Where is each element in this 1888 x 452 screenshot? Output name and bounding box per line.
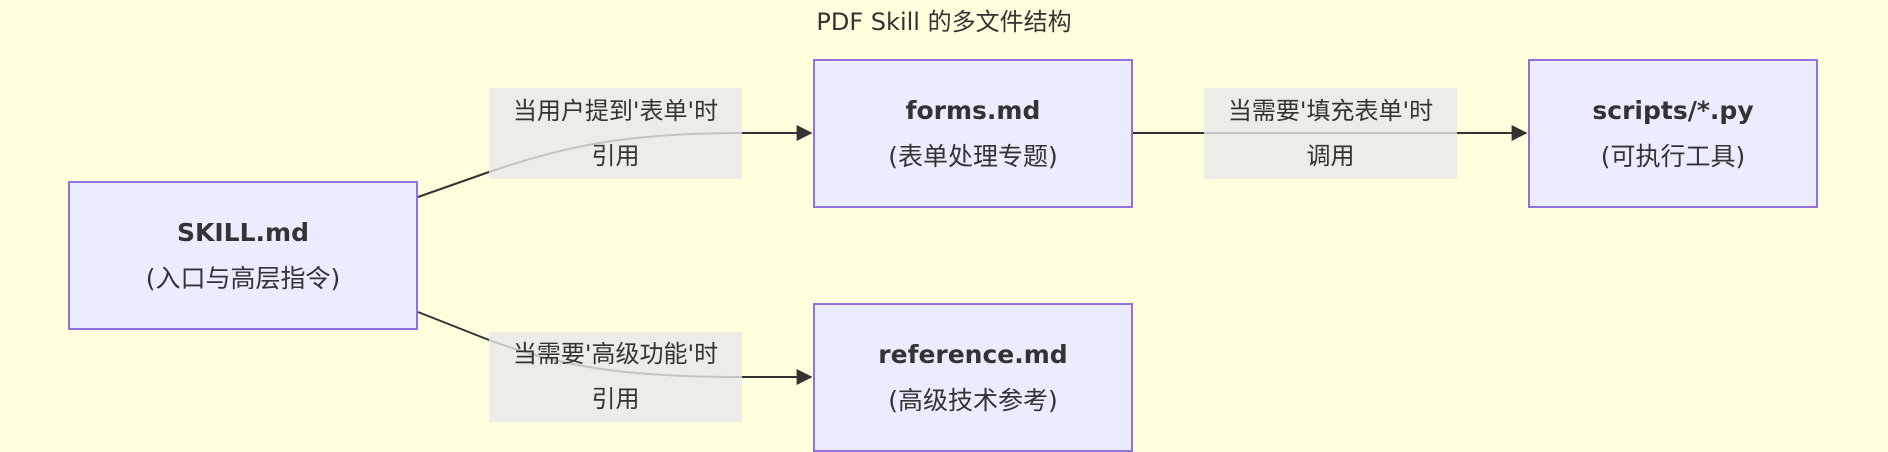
- edge-label-line: 引用: [591, 385, 640, 413]
- node-skill-md[interactable]: SKILL.md (入口与高层指令): [68, 181, 418, 330]
- node-scripts-py[interactable]: scripts/*.py (可执行工具): [1528, 59, 1818, 208]
- node-name: reference.md: [878, 339, 1068, 369]
- node-forms-md[interactable]: forms.md (表单处理专题): [813, 59, 1133, 208]
- edge-label-skill-forms: 当用户提到'表单'时 引用: [489, 88, 742, 179]
- edge-label-skill-reference: 当需要'高级功能'时 引用: [489, 332, 742, 422]
- node-name: scripts/*.py: [1592, 95, 1754, 125]
- node-name: SKILL.md: [177, 217, 309, 247]
- diagram-title: PDF Skill 的多文件结构: [816, 8, 1072, 36]
- edge-label-forms-scripts: 当需要'填充表单'时 调用: [1204, 88, 1457, 179]
- node-desc: (可执行工具): [1600, 141, 1746, 171]
- node-desc: (高级技术参考): [888, 385, 1058, 415]
- edge-label-line: 当需要'填充表单'时: [1227, 96, 1434, 125]
- edge-label-line: 引用: [591, 141, 640, 170]
- edge-label-line: 当需要'高级功能'时: [512, 340, 719, 368]
- node-reference-md[interactable]: reference.md (高级技术参考): [813, 303, 1133, 452]
- node-desc: (表单处理专题): [888, 141, 1058, 171]
- edge-label-line: 调用: [1306, 141, 1355, 170]
- node-name: forms.md: [905, 95, 1041, 125]
- edge-label-line: 当用户提到'表单'时: [512, 96, 719, 125]
- node-desc: (入口与高层指令): [145, 263, 341, 293]
